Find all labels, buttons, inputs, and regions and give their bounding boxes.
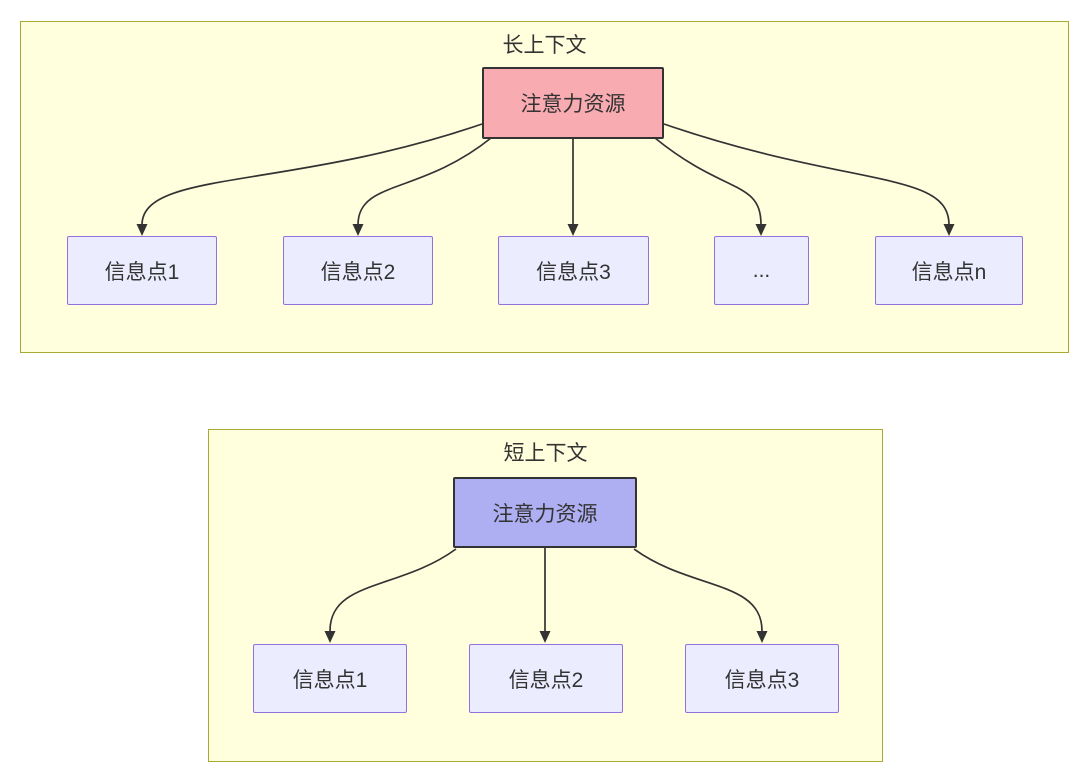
cluster-long-context-title: 长上下文: [502, 34, 587, 57]
node-short-info-2: 信息点2: [469, 644, 623, 713]
node-long-info-ellipsis: ...: [714, 236, 809, 305]
node-long-info-n: 信息点n: [875, 236, 1023, 305]
node-attention-short: 注意力资源: [453, 477, 637, 548]
node-short-info-3: 信息点3: [685, 644, 839, 713]
node-long-info-1: 信息点1: [67, 236, 217, 305]
cluster-short-context-title: 短上下文: [503, 442, 588, 465]
node-attention-long: 注意力资源: [482, 67, 664, 139]
node-long-info-2: 信息点2: [283, 236, 433, 305]
node-long-info-3: 信息点3: [498, 236, 649, 305]
node-short-info-1: 信息点1: [253, 644, 407, 713]
